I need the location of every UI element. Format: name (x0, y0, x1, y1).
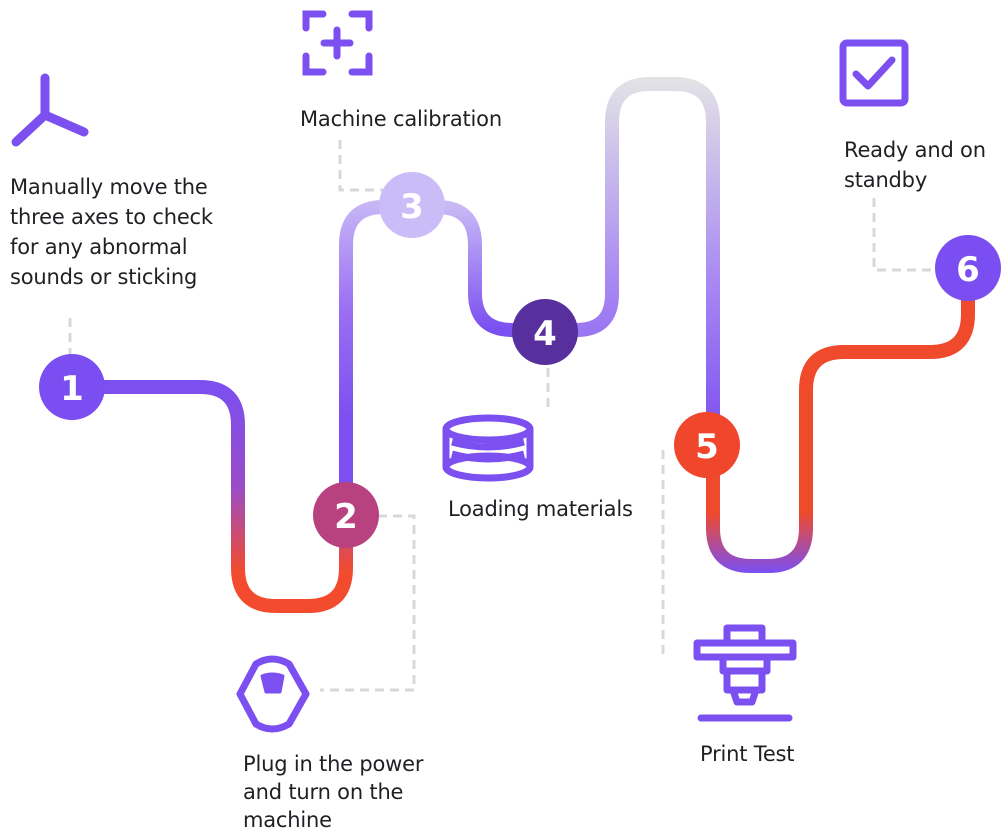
step-marker-5: 5 (674, 412, 740, 478)
process-path (65, 77, 975, 613)
step-number-1: 1 (60, 369, 84, 409)
step-number-6: 6 (956, 250, 980, 290)
step-number-2: 2 (334, 497, 358, 537)
step-number-5: 5 (695, 427, 719, 467)
print-head-icon (693, 624, 797, 722)
step-label-2: Plug in the power and turn on the machin… (243, 752, 424, 832)
step-marker-6: 6 (935, 235, 1001, 301)
step-label-3: Machine calibration (300, 107, 502, 131)
step-number-4: 4 (533, 314, 557, 354)
power-plug-icon (236, 655, 310, 733)
filament-spool-icon (442, 414, 534, 482)
step-marker-4: 4 (512, 299, 578, 365)
calibration-icon (302, 10, 373, 76)
step-label-4: Loading materials (448, 497, 633, 521)
step-label-6: Ready and on standby (844, 138, 986, 192)
step-marker-2: 2 (313, 482, 379, 548)
step-marker-1: 1 (39, 354, 105, 420)
step-marker-3: 3 (379, 172, 445, 238)
checkbox-icon (839, 39, 909, 107)
step-label-1: Manually move the three axes to check fo… (10, 175, 213, 289)
connector-lines (68, 140, 940, 692)
axes-icon (11, 73, 89, 147)
step-label-5: Print Test (700, 742, 795, 766)
step-number-3: 3 (400, 187, 424, 227)
